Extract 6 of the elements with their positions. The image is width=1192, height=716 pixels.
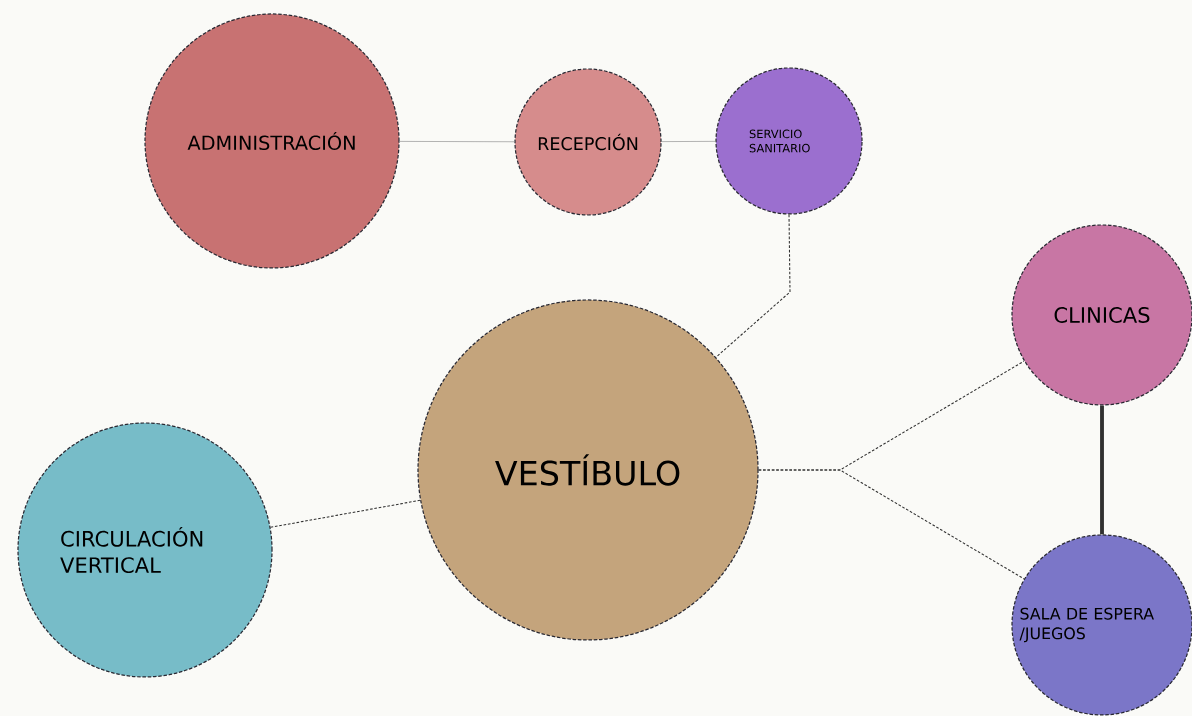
connector-line: [715, 214, 791, 358]
connector-line: [758, 469, 1025, 580]
connector-line: [399, 140, 515, 143]
connector-line: [1100, 405, 1104, 535]
connector-line: [270, 499, 421, 528]
connector-line: [661, 140, 716, 143]
